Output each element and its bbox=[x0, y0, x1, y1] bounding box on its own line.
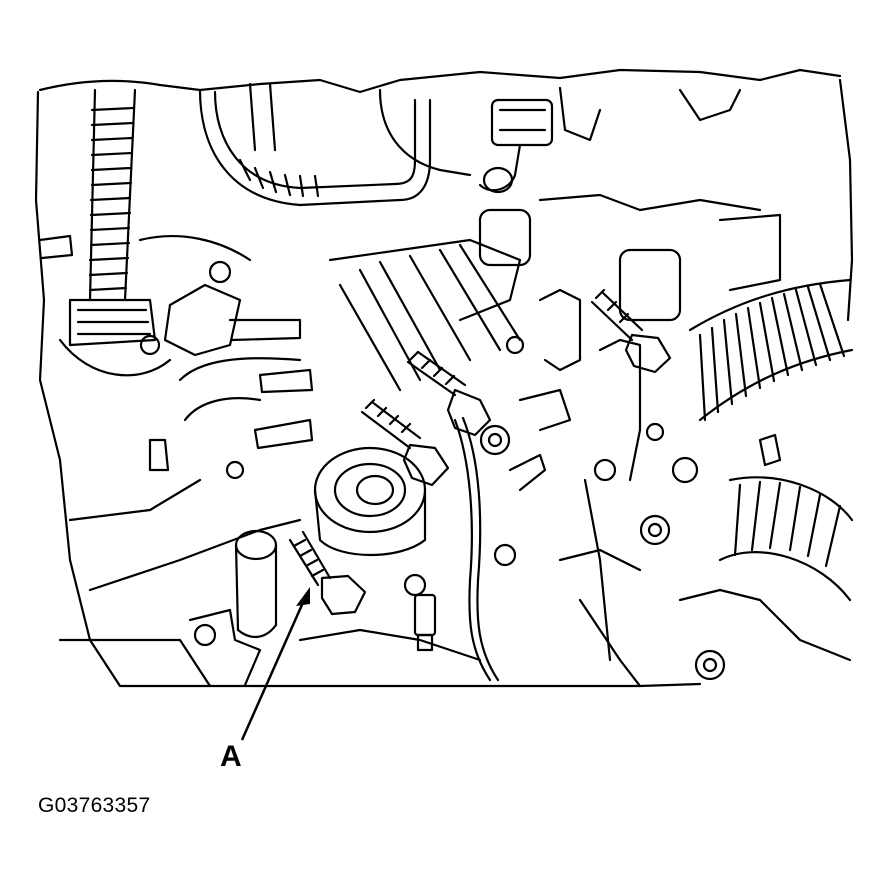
lower-sensor bbox=[413, 453, 547, 652]
lower-cylinder bbox=[234, 529, 278, 638]
corrugated-hose-right bbox=[688, 278, 854, 422]
sensor-connector bbox=[478, 98, 554, 194]
wire-harness bbox=[453, 416, 642, 688]
intake-runners bbox=[328, 193, 782, 392]
misc-lines bbox=[38, 82, 852, 662]
bolt-right bbox=[590, 288, 672, 374]
engine-outline bbox=[34, 68, 854, 688]
bolt-a bbox=[288, 530, 367, 616]
corrugated-hose-lower-right bbox=[718, 476, 854, 602]
bolt-center bbox=[360, 398, 450, 487]
bolt-upper-middle bbox=[406, 350, 492, 437]
brackets bbox=[148, 288, 782, 687]
coolant-pipes bbox=[178, 357, 314, 450]
figure-id: G03763357 bbox=[38, 794, 151, 817]
coupler-block bbox=[139, 260, 302, 357]
callout-label-a: A bbox=[220, 740, 242, 773]
top-hose bbox=[198, 88, 472, 207]
corrugated-hose-left bbox=[58, 88, 172, 377]
callout-arrow-a bbox=[240, 587, 310, 741]
oil-filter-housing bbox=[313, 446, 427, 556]
